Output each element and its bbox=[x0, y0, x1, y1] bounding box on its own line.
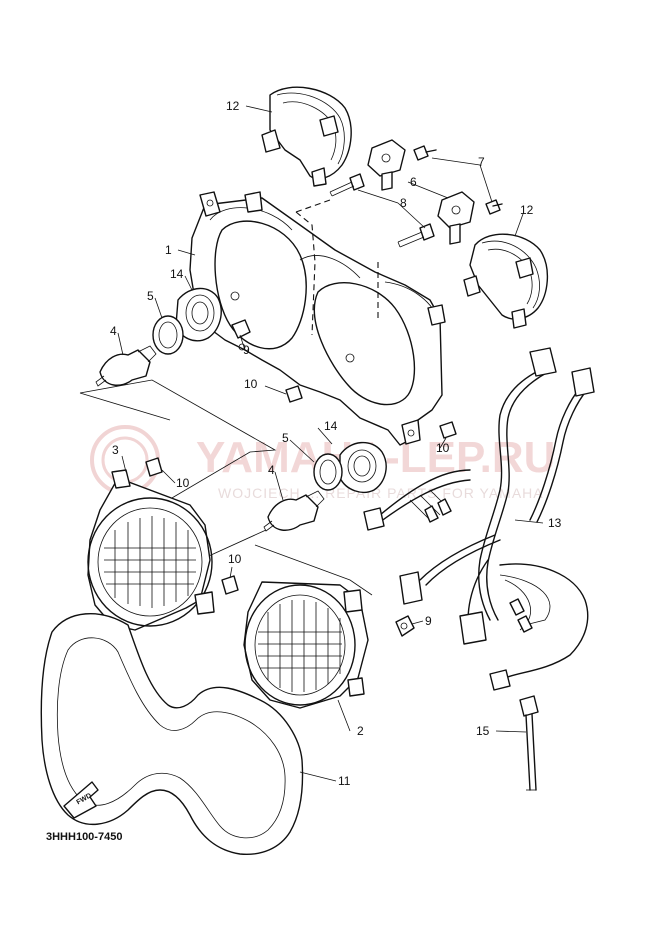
callout-5-right: 5 bbox=[282, 431, 289, 445]
bulb-4-left bbox=[95, 345, 157, 387]
callout-10-d: 10 bbox=[228, 552, 242, 566]
callout-1: 1 bbox=[165, 243, 172, 257]
seal-ring-5-right bbox=[313, 453, 343, 491]
watermark-subtitle: WOJCIECH ... REPAIR PARTS FOR YAMAHA bbox=[218, 485, 544, 501]
bolt-8-upper bbox=[329, 173, 365, 197]
callout-12-right: 12 bbox=[520, 203, 534, 217]
diagram-code: 3HHH100-7450 bbox=[46, 831, 122, 843]
callout-12-upper: 12 bbox=[226, 99, 240, 113]
adjuster-upper bbox=[367, 139, 406, 191]
callout-14-left: 14 bbox=[170, 267, 184, 281]
headlight-unit-3 bbox=[87, 469, 215, 631]
bolt-8-lower bbox=[397, 223, 435, 248]
callout-5-left: 5 bbox=[147, 289, 154, 303]
bolt-10-d bbox=[221, 575, 239, 595]
callout-13: 13 bbox=[548, 516, 562, 530]
callout-9-lower: 9 bbox=[425, 614, 432, 628]
callout-leaders bbox=[117, 105, 544, 782]
callout-8: 8 bbox=[400, 196, 407, 210]
callout-6: 6 bbox=[410, 175, 417, 189]
callout-labels: 12 7 6 8 12 1 14 5 4 9 10 10 3 10 14 5 4… bbox=[110, 99, 562, 788]
callout-7: 7 bbox=[478, 155, 485, 169]
callout-10-c: 10 bbox=[176, 476, 190, 490]
callout-9-upper: 9 bbox=[243, 343, 250, 357]
callout-10-a: 10 bbox=[244, 377, 258, 391]
callout-3: 3 bbox=[112, 443, 119, 457]
bolt-10-a bbox=[285, 385, 303, 403]
wiring-harness-13 bbox=[363, 347, 595, 691]
headlight-unit-2 bbox=[243, 581, 369, 709]
bulb-4-right bbox=[263, 490, 325, 532]
adjuster-lower bbox=[437, 191, 475, 245]
screw-7-upper bbox=[413, 145, 437, 161]
front-direction-indicator: FWD bbox=[63, 781, 99, 819]
assembly-guide-lines bbox=[79, 379, 373, 596]
callout-4-left: 4 bbox=[110, 324, 117, 338]
callout-14-right: 14 bbox=[324, 419, 338, 433]
bezel-frame-11 bbox=[40, 613, 304, 855]
callout-15: 15 bbox=[476, 724, 490, 738]
screw-7-lower bbox=[485, 199, 503, 215]
cable-tie-15 bbox=[519, 695, 539, 791]
socket-9-upper bbox=[231, 319, 251, 339]
bulb-socket-14-right bbox=[339, 441, 387, 494]
seal-ring-5-left bbox=[152, 315, 184, 355]
socket-9-lower bbox=[395, 615, 415, 637]
headlight-housing bbox=[189, 191, 446, 446]
callout-4-right: 4 bbox=[268, 463, 275, 477]
bulb-socket-14-left bbox=[175, 287, 222, 342]
bolt-10-b bbox=[439, 421, 457, 439]
callout-10-b: 10 bbox=[436, 441, 450, 455]
bolt-10-c bbox=[145, 457, 163, 477]
rim-ring-right bbox=[463, 233, 549, 329]
callout-11: 11 bbox=[338, 774, 351, 788]
rim-ring-upper bbox=[261, 86, 352, 187]
callout-2: 2 bbox=[357, 724, 364, 738]
